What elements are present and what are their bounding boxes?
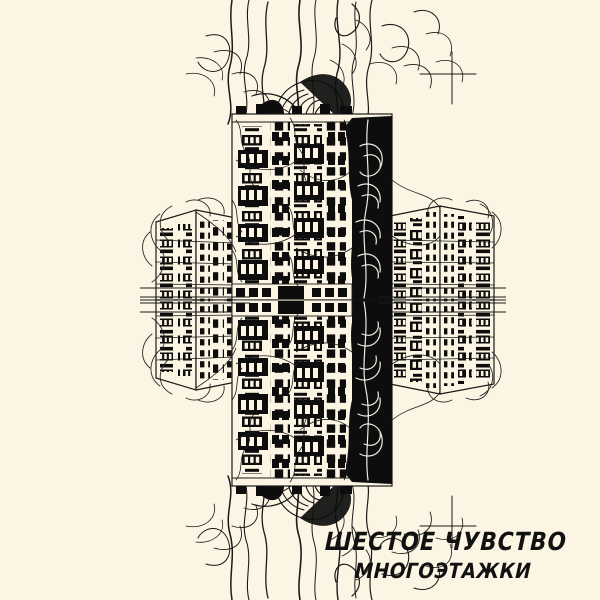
- credits-block: ШЕСТОЕ ЧУВСТВО МНОГОЭТАЖКИ: [285, 527, 568, 583]
- band-name: ШЕСТОЕ ЧУВСТВО: [323, 527, 568, 556]
- album-title: МНОГОЭТАЖКИ: [353, 559, 532, 583]
- mirror-seam: [140, 296, 506, 304]
